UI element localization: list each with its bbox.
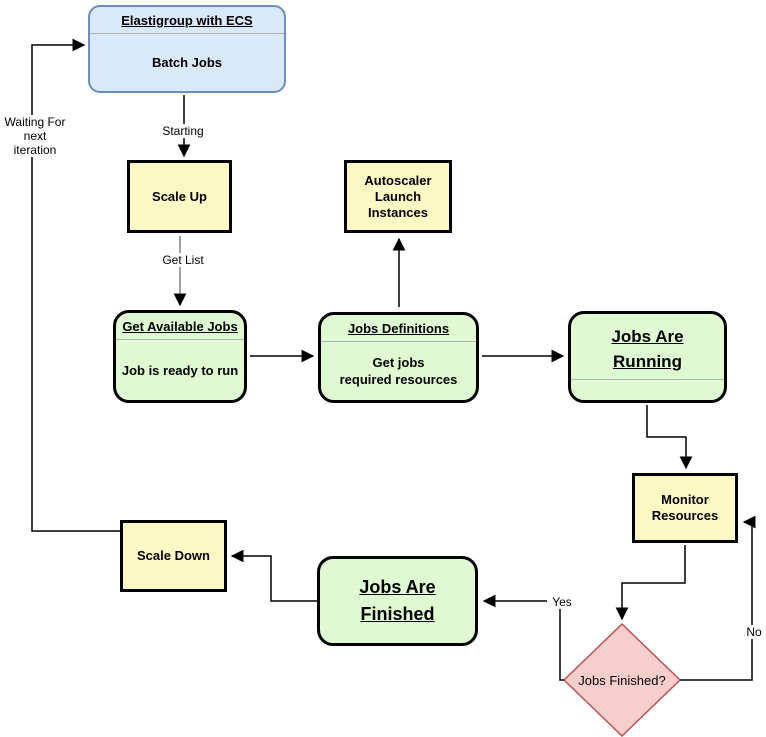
autoscaler-label: Autoscaler Launch Instances: [364, 172, 432, 220]
edge-label-get-list: Get List: [150, 253, 216, 267]
node-jobs-are-running: Jobs Are Running: [568, 311, 727, 403]
edge-label-no: No: [742, 625, 766, 639]
scale-down-label: Scale Down: [137, 548, 210, 563]
node-monitor-resources: Monitor Resources: [632, 473, 738, 543]
node-scale-down: Scale Down: [120, 520, 227, 592]
edge-finished-to-scaledown: [230, 549, 317, 602]
jobs-are-finished-label: Jobs Are Finished: [359, 577, 436, 624]
node-autoscaler-launch-instances: Autoscaler Launch Instances: [344, 160, 452, 233]
jobs-are-running-body: [571, 380, 724, 400]
jobs-definitions-body-label: Get jobs required resources: [339, 355, 458, 387]
monitor-resources-label: Monitor Resources: [651, 492, 719, 523]
edge-label-yes: Yes: [547, 595, 577, 609]
edge-running-to-monitor: [646, 405, 693, 470]
scale-up-label: Scale Up: [152, 188, 207, 204]
edge-monitor-to-decision: [615, 545, 686, 621]
elastigroup-body-label: Batch Jobs: [151, 55, 223, 70]
jobs-finished-diamond: [562, 622, 682, 737]
jobs-definitions-header-label: Jobs Definitions: [321, 315, 476, 342]
edge-yes: [482, 594, 564, 681]
edge-label-waiting-for-next-iteration: Waiting For next iteration: [0, 115, 70, 157]
node-get-available-jobs: Get Available Jobs Job is ready to run: [113, 310, 247, 403]
get-available-jobs-body-label: Job is ready to run: [121, 362, 239, 378]
edge-scaledown-to-elastigroup: [31, 38, 120, 532]
node-jobs-are-finished: Jobs Are Finished: [317, 556, 478, 646]
edge-label-starting: Starting: [150, 124, 216, 138]
edge-no: [680, 515, 756, 681]
elastigroup-header-label: Elastigroup with ECS: [90, 7, 284, 34]
jobs-are-running-label: Jobs Are Running: [571, 314, 724, 380]
node-elastigroup: Elastigroup with ECS Batch Jobs: [88, 5, 286, 93]
node-jobs-definitions: Jobs Definitions Get jobs required resou…: [318, 312, 479, 403]
get-available-jobs-header-label: Get Available Jobs: [116, 313, 244, 340]
jobs-finished-decision-label: Jobs Finished?: [578, 673, 666, 688]
node-scale-up: Scale Up: [127, 160, 232, 233]
